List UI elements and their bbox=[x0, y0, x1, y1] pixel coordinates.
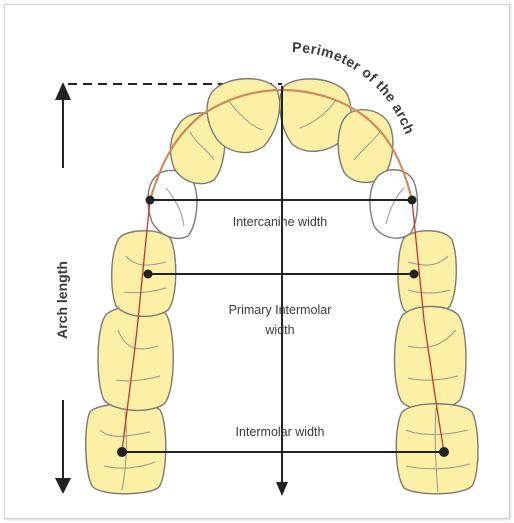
arch-length-label: Arch length bbox=[54, 261, 70, 339]
midline-arrowhead bbox=[276, 482, 288, 496]
right-primary-molar-2 bbox=[395, 306, 467, 410]
intermolar-width-label: Intermolar width bbox=[236, 425, 325, 439]
primary-intermolar-label-line1: Primary Intermolar bbox=[229, 303, 332, 317]
intercanine-width-label: Intercanine width bbox=[233, 215, 328, 229]
primary-intermolar-label-line2: width bbox=[264, 323, 294, 337]
left-primary-molar-2 bbox=[98, 306, 173, 410]
